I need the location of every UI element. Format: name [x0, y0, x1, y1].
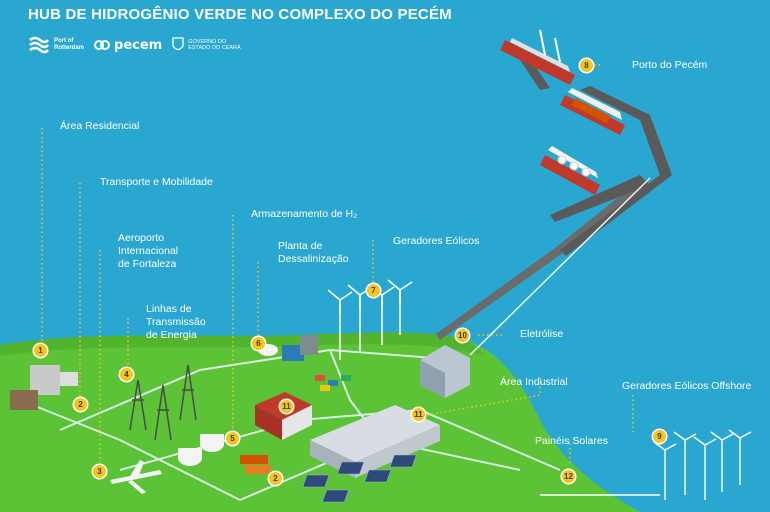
- badge-3: 3: [93, 465, 106, 478]
- container-yard: [315, 375, 351, 391]
- badge-9: 9: [653, 430, 666, 443]
- badge-10: 10: [456, 329, 469, 342]
- badge-12: 12: [562, 470, 575, 483]
- badge-2-trucks: 2: [269, 472, 282, 485]
- pecem-logo: pecem: [94, 38, 162, 53]
- label-geradores-eolicos-offshore: Geradores Eólicos Offshore: [622, 380, 752, 392]
- pecem-logo-text: pecem: [114, 37, 163, 53]
- land-shadow: [0, 332, 485, 356]
- onshore-wind-turbines: [327, 279, 413, 360]
- badge-1: 1: [34, 344, 47, 357]
- ceara-logo-text: GOVERNO DO ESTADO DO CEARÁ: [188, 38, 241, 52]
- transmission-towers: [129, 364, 197, 441]
- ship-2: [560, 88, 625, 135]
- badge-5: 5: [226, 432, 239, 445]
- badge-8: 8: [580, 59, 593, 72]
- electrolysis-building: [420, 345, 470, 398]
- rotterdam-logo: Port of Rotterdam: [28, 34, 84, 56]
- badge-6: 6: [252, 337, 265, 350]
- label-area-residencial: Área Residencial: [60, 120, 140, 132]
- badge-7: 7: [367, 284, 380, 297]
- tanker-trucks: [240, 455, 271, 474]
- port-pier: [436, 56, 672, 340]
- ceara-crest-icon: [172, 37, 184, 51]
- hydrogen-pipeline: [469, 177, 651, 356]
- rotterdam-wave-icon: [29, 36, 49, 54]
- ceara-government-logo: GOVERNO DO ESTADO DO CEARÁ: [172, 37, 241, 53]
- label-aeroporto: Aeroporto Internacional de Fortaleza: [118, 232, 179, 270]
- page-title: HUB DE HIDROGÊNIO VERDE NO COMPLEXO DO P…: [28, 6, 452, 23]
- land-area: [0, 332, 640, 512]
- offshore-wind-turbines: [653, 429, 752, 500]
- label-linhas-transmissao: Linhas de Transmissão de Energia: [146, 303, 206, 341]
- badge-4: 4: [120, 368, 133, 381]
- label-transporte-mobilidade: Transporte e Mobilidade: [100, 176, 213, 188]
- logo-bar: Port of Rotterdam pecem GOVERNO DO ESTAD…: [28, 34, 241, 56]
- ship-3: [540, 146, 600, 195]
- label-geradores-eolicos: Geradores Eólicos: [393, 235, 480, 247]
- label-planta-dessalinizacao: Planta de Dessalinização: [278, 240, 349, 265]
- badge-11-area: 11: [412, 408, 425, 421]
- label-eletrolise: Eletrólise: [520, 328, 564, 340]
- rotterdam-logo-text: Port of Rotterdam: [54, 38, 85, 51]
- airplane: [110, 460, 162, 494]
- pecem-mark-icon: [94, 40, 111, 50]
- label-area-industrial: Área Industrial: [500, 376, 568, 388]
- desalination-plant: [258, 335, 318, 361]
- badge-2-transport: 2: [74, 398, 87, 411]
- badge-11-industry: 11: [280, 400, 293, 413]
- label-porto-pecem: Porto do Pecém: [632, 59, 708, 71]
- h2-storage-tanks: [178, 434, 224, 466]
- residential-buildings: [10, 365, 78, 410]
- label-paineis-solares: Painéis Solares: [535, 435, 608, 447]
- label-armazenamento-h2: Armazenamento de H₂: [251, 208, 358, 220]
- ship-1: [500, 29, 575, 85]
- leader-lines: [41, 64, 634, 463]
- solar-panel-field: [302, 454, 417, 503]
